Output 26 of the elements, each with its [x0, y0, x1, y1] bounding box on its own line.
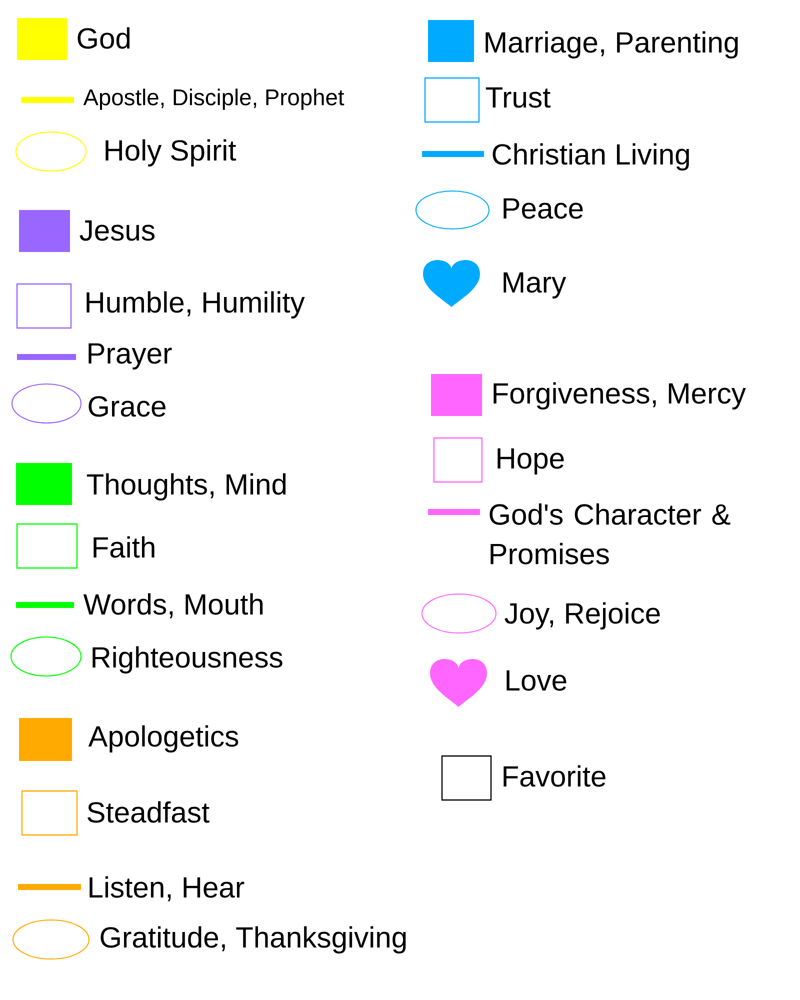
legend-label: Prayer	[88, 343, 172, 370]
legend-label: Apologetics	[88, 725, 238, 753]
legend-label: Forgiveness, Mercy	[494, 382, 746, 410]
legend-label: Thoughts, Mind	[86, 473, 286, 501]
legend-label: Mary	[504, 272, 566, 299]
legend-label: Trust	[486, 87, 550, 108]
legend-label: Listen, Hear	[90, 876, 244, 902]
legend-label: Faith	[94, 536, 154, 558]
legend-label: Righteousness	[92, 646, 282, 674]
legend-label: God	[78, 27, 130, 49]
legend-label: Joy, Rejoice	[504, 602, 660, 630]
legend-label: Grace	[88, 396, 166, 417]
legend-label: Love	[506, 670, 566, 691]
legend-label: Peace	[504, 198, 583, 219]
legend-label: Christian Living	[492, 143, 689, 171]
legend-label: God's Character & Promises	[490, 503, 730, 564]
legend-label: Words, Mouth	[83, 593, 263, 618]
legend-label: Gratitude, Thanksgiving	[100, 926, 406, 954]
legend-label: Marriage, Parenting	[486, 31, 738, 59]
legend-label: Hope	[498, 448, 564, 475]
legend-label: Apostle, Disciple, Prophet	[83, 88, 344, 110]
legend-label: Jesus	[80, 220, 154, 241]
legend-label: Humble, Humility	[86, 291, 305, 319]
legend-label: Steadfast	[88, 801, 210, 823]
legend-label: Favorite	[504, 765, 606, 787]
legend-label: Holy Spirit	[106, 139, 236, 167]
